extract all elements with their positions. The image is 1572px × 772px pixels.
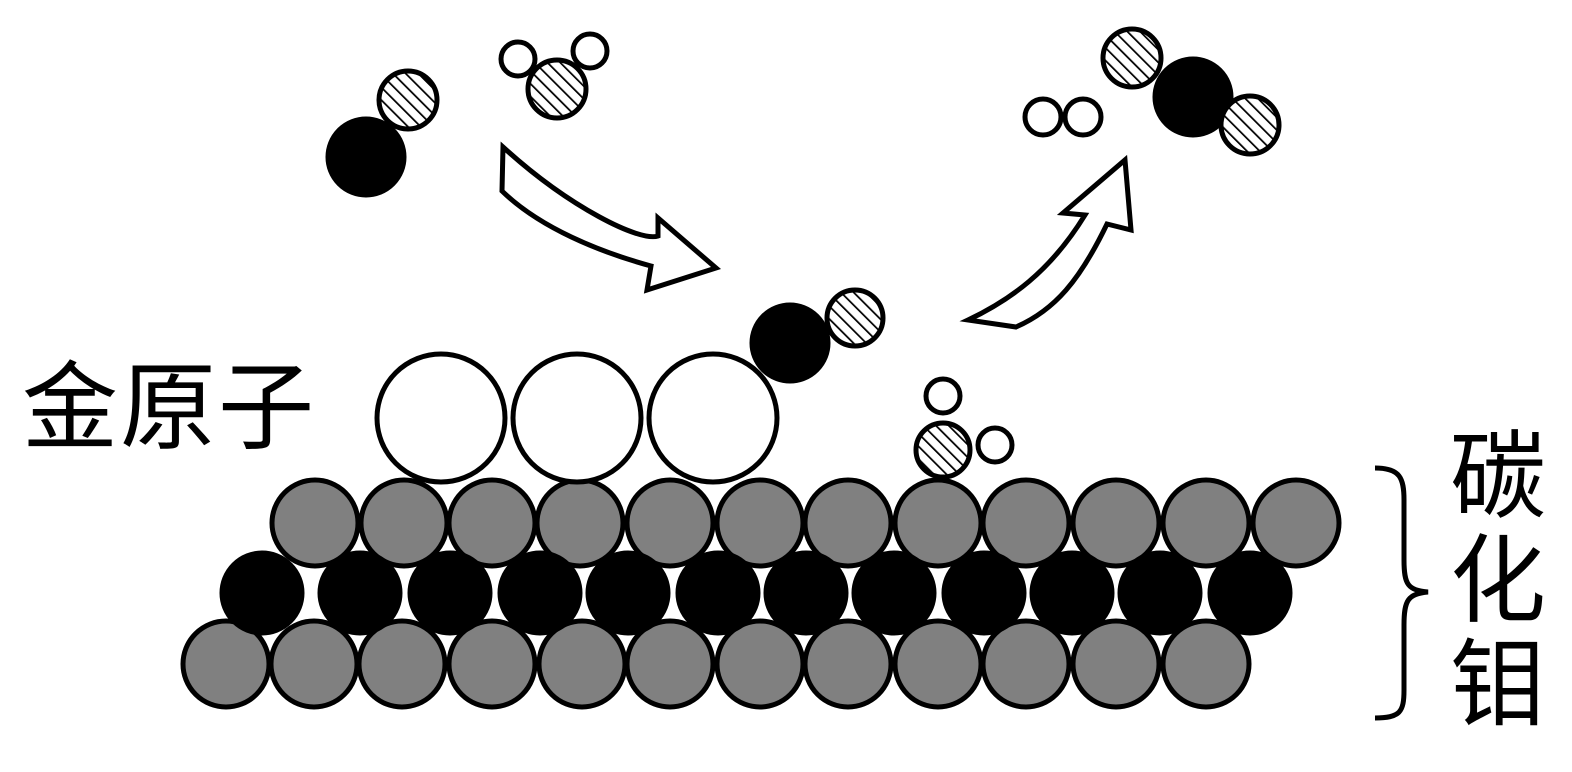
right-brace-icon bbox=[1374, 465, 1429, 721]
oxygen-atom bbox=[525, 57, 589, 121]
carbon-atom bbox=[675, 550, 761, 636]
carbon-atom bbox=[1029, 550, 1115, 636]
oxygen-atom bbox=[1218, 93, 1282, 157]
carbon-atom bbox=[941, 550, 1027, 636]
oxygen-atom bbox=[824, 287, 886, 349]
hydrogen-atom bbox=[1062, 96, 1104, 138]
gold-atom bbox=[510, 351, 644, 485]
oxygen-atom bbox=[376, 68, 440, 132]
carbon-atom bbox=[1152, 56, 1234, 138]
oxygen-atom bbox=[913, 420, 973, 480]
carbon-atom bbox=[1207, 550, 1293, 636]
hydrogen-atom bbox=[1022, 96, 1064, 138]
molybdenum-atom bbox=[1250, 477, 1342, 569]
hydrogen-atom bbox=[975, 425, 1015, 465]
molybdenum-atom bbox=[624, 618, 716, 710]
carbon-atom bbox=[1117, 550, 1203, 636]
gold-atom bbox=[374, 351, 508, 485]
molybdenum-atom bbox=[1160, 618, 1252, 710]
molybdenum-atom bbox=[1160, 477, 1252, 569]
molybdenum-atom bbox=[1070, 477, 1162, 569]
molybdenum-atom bbox=[714, 618, 806, 710]
curved-arrow-down-icon bbox=[499, 141, 722, 294]
hydrogen-atom bbox=[923, 376, 963, 416]
molybdenum-carbide-char: 碳 bbox=[1450, 421, 1546, 533]
molybdenum-atom bbox=[536, 618, 628, 710]
carbon-atom bbox=[763, 550, 849, 636]
molybdenum-atom bbox=[624, 477, 716, 569]
gold-atom bbox=[646, 351, 780, 485]
molybdenum-carbide-char: 钼 bbox=[1450, 629, 1546, 741]
carbon-atom bbox=[851, 550, 937, 636]
molybdenum-atom bbox=[446, 618, 538, 710]
curved-arrow-up-icon bbox=[959, 154, 1134, 330]
molybdenum-atom bbox=[980, 477, 1072, 569]
carbon-atom bbox=[497, 550, 583, 636]
molybdenum-carbide-char: 化 bbox=[1450, 525, 1546, 637]
molybdenum-atom bbox=[1070, 618, 1162, 710]
molybdenum-atom bbox=[802, 477, 894, 569]
carbon-atom bbox=[325, 116, 407, 198]
molybdenum-carbide-slab bbox=[180, 477, 1342, 710]
oxygen-atom bbox=[1100, 26, 1164, 90]
carbon-atom bbox=[219, 550, 305, 636]
molybdenum-atom bbox=[268, 618, 360, 710]
molybdenum-carbide-label: 碳 化 钼 bbox=[1446, 425, 1550, 737]
carbon-atom bbox=[749, 302, 831, 384]
carbon-atom bbox=[317, 550, 403, 636]
hydrogen-atom bbox=[498, 39, 538, 79]
hydrogen-atom bbox=[570, 31, 610, 71]
carbon-atom bbox=[585, 550, 671, 636]
gold-cluster bbox=[374, 351, 780, 485]
molybdenum-atom bbox=[802, 618, 894, 710]
carbon-atom bbox=[407, 550, 493, 636]
molybdenum-atom bbox=[980, 618, 1072, 710]
gold-atoms-label: 金原子 bbox=[22, 352, 316, 464]
molybdenum-atom bbox=[356, 618, 448, 710]
molybdenum-atom bbox=[892, 618, 984, 710]
molybdenum-atom bbox=[269, 477, 361, 569]
